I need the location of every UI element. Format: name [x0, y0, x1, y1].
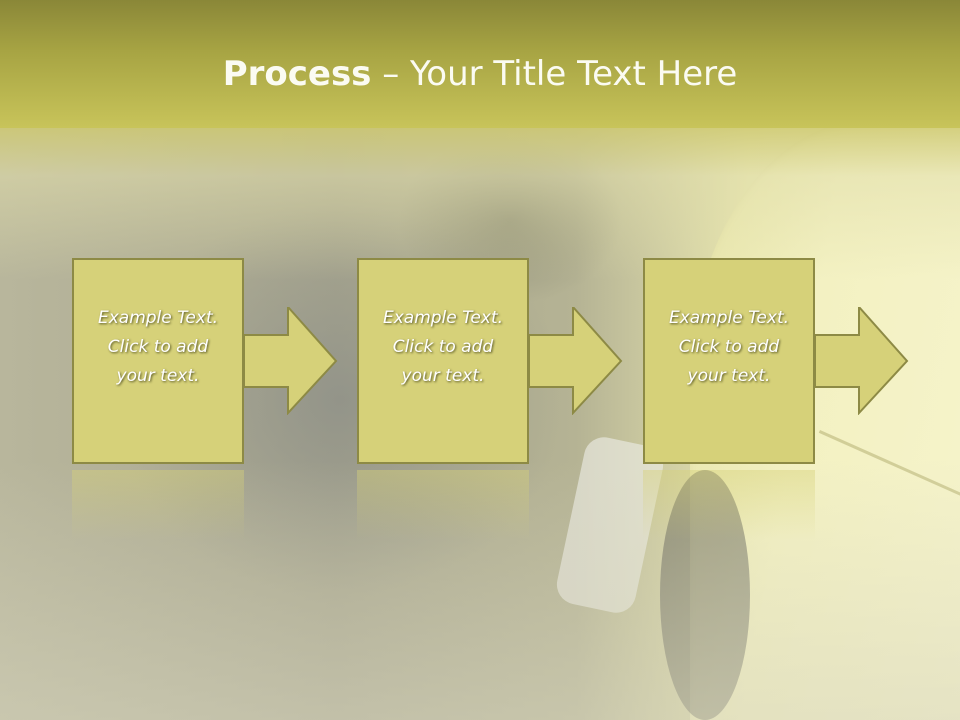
step-line: Example Text. [382, 307, 504, 328]
title-band [0, 0, 960, 128]
slide-title-bold: Process [222, 54, 372, 94]
right-arrow-icon [529, 307, 623, 415]
process-step-reflection-3 [643, 470, 815, 540]
step-line: Example Text. [668, 307, 790, 328]
step-line: your text. [116, 365, 200, 386]
right-arrow-icon [815, 307, 909, 415]
process-step-text-1: Example Text. Click to add your text. [98, 304, 218, 391]
process-step-reflection-1 [72, 470, 244, 540]
process-step-box-1[interactable]: Example Text. Click to add your text. [72, 258, 244, 464]
right-arrow-icon [244, 307, 338, 415]
process-step-text-2: Example Text. Click to add your text. [383, 304, 503, 391]
step-line: Click to add [392, 336, 494, 357]
process-step-text-3: Example Text. Click to add your text. [669, 304, 789, 391]
step-line: Example Text. [97, 307, 219, 328]
slide-title[interactable]: Process – Your Title Text Here [0, 52, 960, 96]
process-step-box-3[interactable]: Example Text. Click to add your text. [643, 258, 815, 464]
step-line: your text. [687, 365, 771, 386]
process-step-box-2[interactable]: Example Text. Click to add your text. [357, 258, 529, 464]
step-line: your text. [401, 365, 485, 386]
step-line: Click to add [107, 336, 209, 357]
process-step-reflection-2 [357, 470, 529, 540]
step-line: Click to add [678, 336, 780, 357]
slide-title-rest: – Your Title Text Here [371, 54, 738, 94]
background-fog [0, 120, 960, 280]
background-fog-bottom [0, 460, 960, 720]
